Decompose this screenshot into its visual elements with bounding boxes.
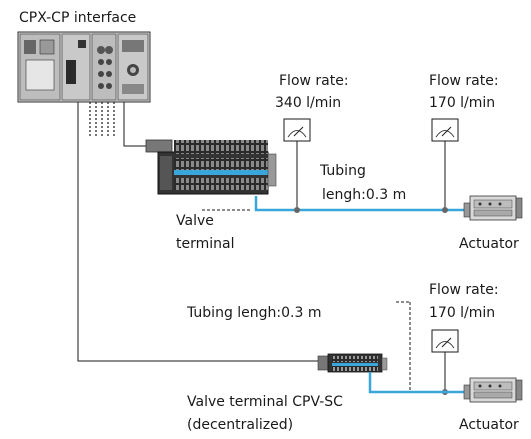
tubing-1-label-line1: Tubing <box>320 163 366 179</box>
actuator-1-label: Actuator <box>459 236 519 252</box>
cpv-boundary-marker <box>396 301 411 392</box>
cpx-cp-interface-label: CPX-CP interface <box>19 10 137 26</box>
tubing-bottom <box>368 372 470 394</box>
actuator-1-icon <box>463 195 523 221</box>
flow-meter-1-icon <box>283 118 311 213</box>
cpx-cp-interface-device <box>17 31 151 103</box>
valve-terminal-label-line2: terminal <box>176 236 235 252</box>
valve-terminal-device <box>145 139 277 195</box>
flow-rate-2-value: 170 l/min <box>429 95 496 111</box>
flow-meter-3-icon <box>431 329 459 395</box>
flow-rate-2-title: Flow rate: <box>429 73 499 89</box>
cpv-sc-valve-terminal-device <box>317 353 388 373</box>
actuator-2-label: Actuator <box>459 417 519 433</box>
flow-rate-3-value: 170 l/min <box>429 305 496 321</box>
flow-rate-1-value: 340 l/min <box>275 95 342 111</box>
tubing-top <box>254 196 470 212</box>
flow-meter-2-icon <box>431 118 459 213</box>
flow-rate-3-title: Flow rate: <box>429 282 499 298</box>
cpx-cables <box>77 102 318 362</box>
actuator-2-icon <box>463 377 523 403</box>
flow-rate-1-title: Flow rate: <box>279 73 349 89</box>
tubing-1-label-line2: lengh:0.3 m <box>322 187 407 203</box>
cpv-sc-label-line1: Valve terminal CPV-SC <box>187 394 343 410</box>
tubing-2-label: Tubing lengh:0.3 m <box>187 305 322 321</box>
valve-terminal-label-line1: Valve <box>176 213 214 229</box>
cpv-sc-label-line2: (decentralized) <box>187 417 294 433</box>
